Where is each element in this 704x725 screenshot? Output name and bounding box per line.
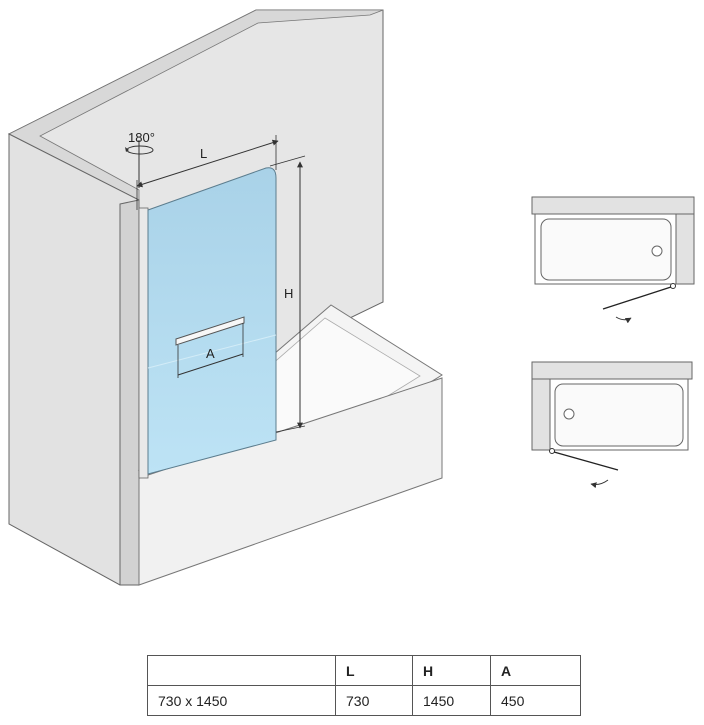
- table-cell: 730 x 1450: [147, 685, 336, 716]
- drain-icon: [651, 245, 663, 257]
- main-perspective-view: L H A 180°: [7, 9, 443, 586]
- table-row: 730 x 1450 730 1450 450: [147, 685, 581, 716]
- dimension-H: H: [269, 155, 306, 433]
- dimension-A: A: [177, 323, 244, 378]
- towel-rail: [175, 316, 245, 346]
- dimensions-table: L H A 730 x 1450 730 1450 450: [147, 655, 581, 716]
- wall-profile: [138, 207, 149, 479]
- top-view-hinge-left: [531, 361, 693, 489]
- swing-arrow-icon: [590, 479, 609, 489]
- table-header: L: [335, 655, 413, 686]
- table-cell: 730: [335, 685, 413, 716]
- table-cell: 450: [490, 685, 581, 716]
- side-wall-front: [119, 199, 140, 586]
- rotation-indicator: 180°: [125, 130, 155, 188]
- dim-label-H: H: [284, 286, 293, 301]
- bathtub-front: [138, 377, 443, 586]
- dim-label-L: L: [200, 146, 207, 161]
- table-header: H: [412, 655, 491, 686]
- table-header: A: [490, 655, 581, 686]
- swing-arrow-icon: [615, 316, 632, 324]
- drain-icon: [563, 408, 575, 420]
- door-swing-line: [553, 451, 619, 471]
- door-swing-line: [602, 286, 672, 310]
- glass-reflection-line: [147, 334, 277, 369]
- top-view-hinge-right: [531, 196, 695, 324]
- rotation-label: 180°: [128, 130, 155, 145]
- table-cell: 1450: [412, 685, 491, 716]
- dim-label-A: A: [206, 346, 215, 361]
- wall-top-edge: [8, 9, 384, 201]
- table-header: [147, 655, 336, 686]
- table-header-row: L H A: [147, 655, 581, 686]
- bath-screen-diagram: L H A 180°: [7, 9, 695, 586]
- glass-panel: [147, 167, 277, 475]
